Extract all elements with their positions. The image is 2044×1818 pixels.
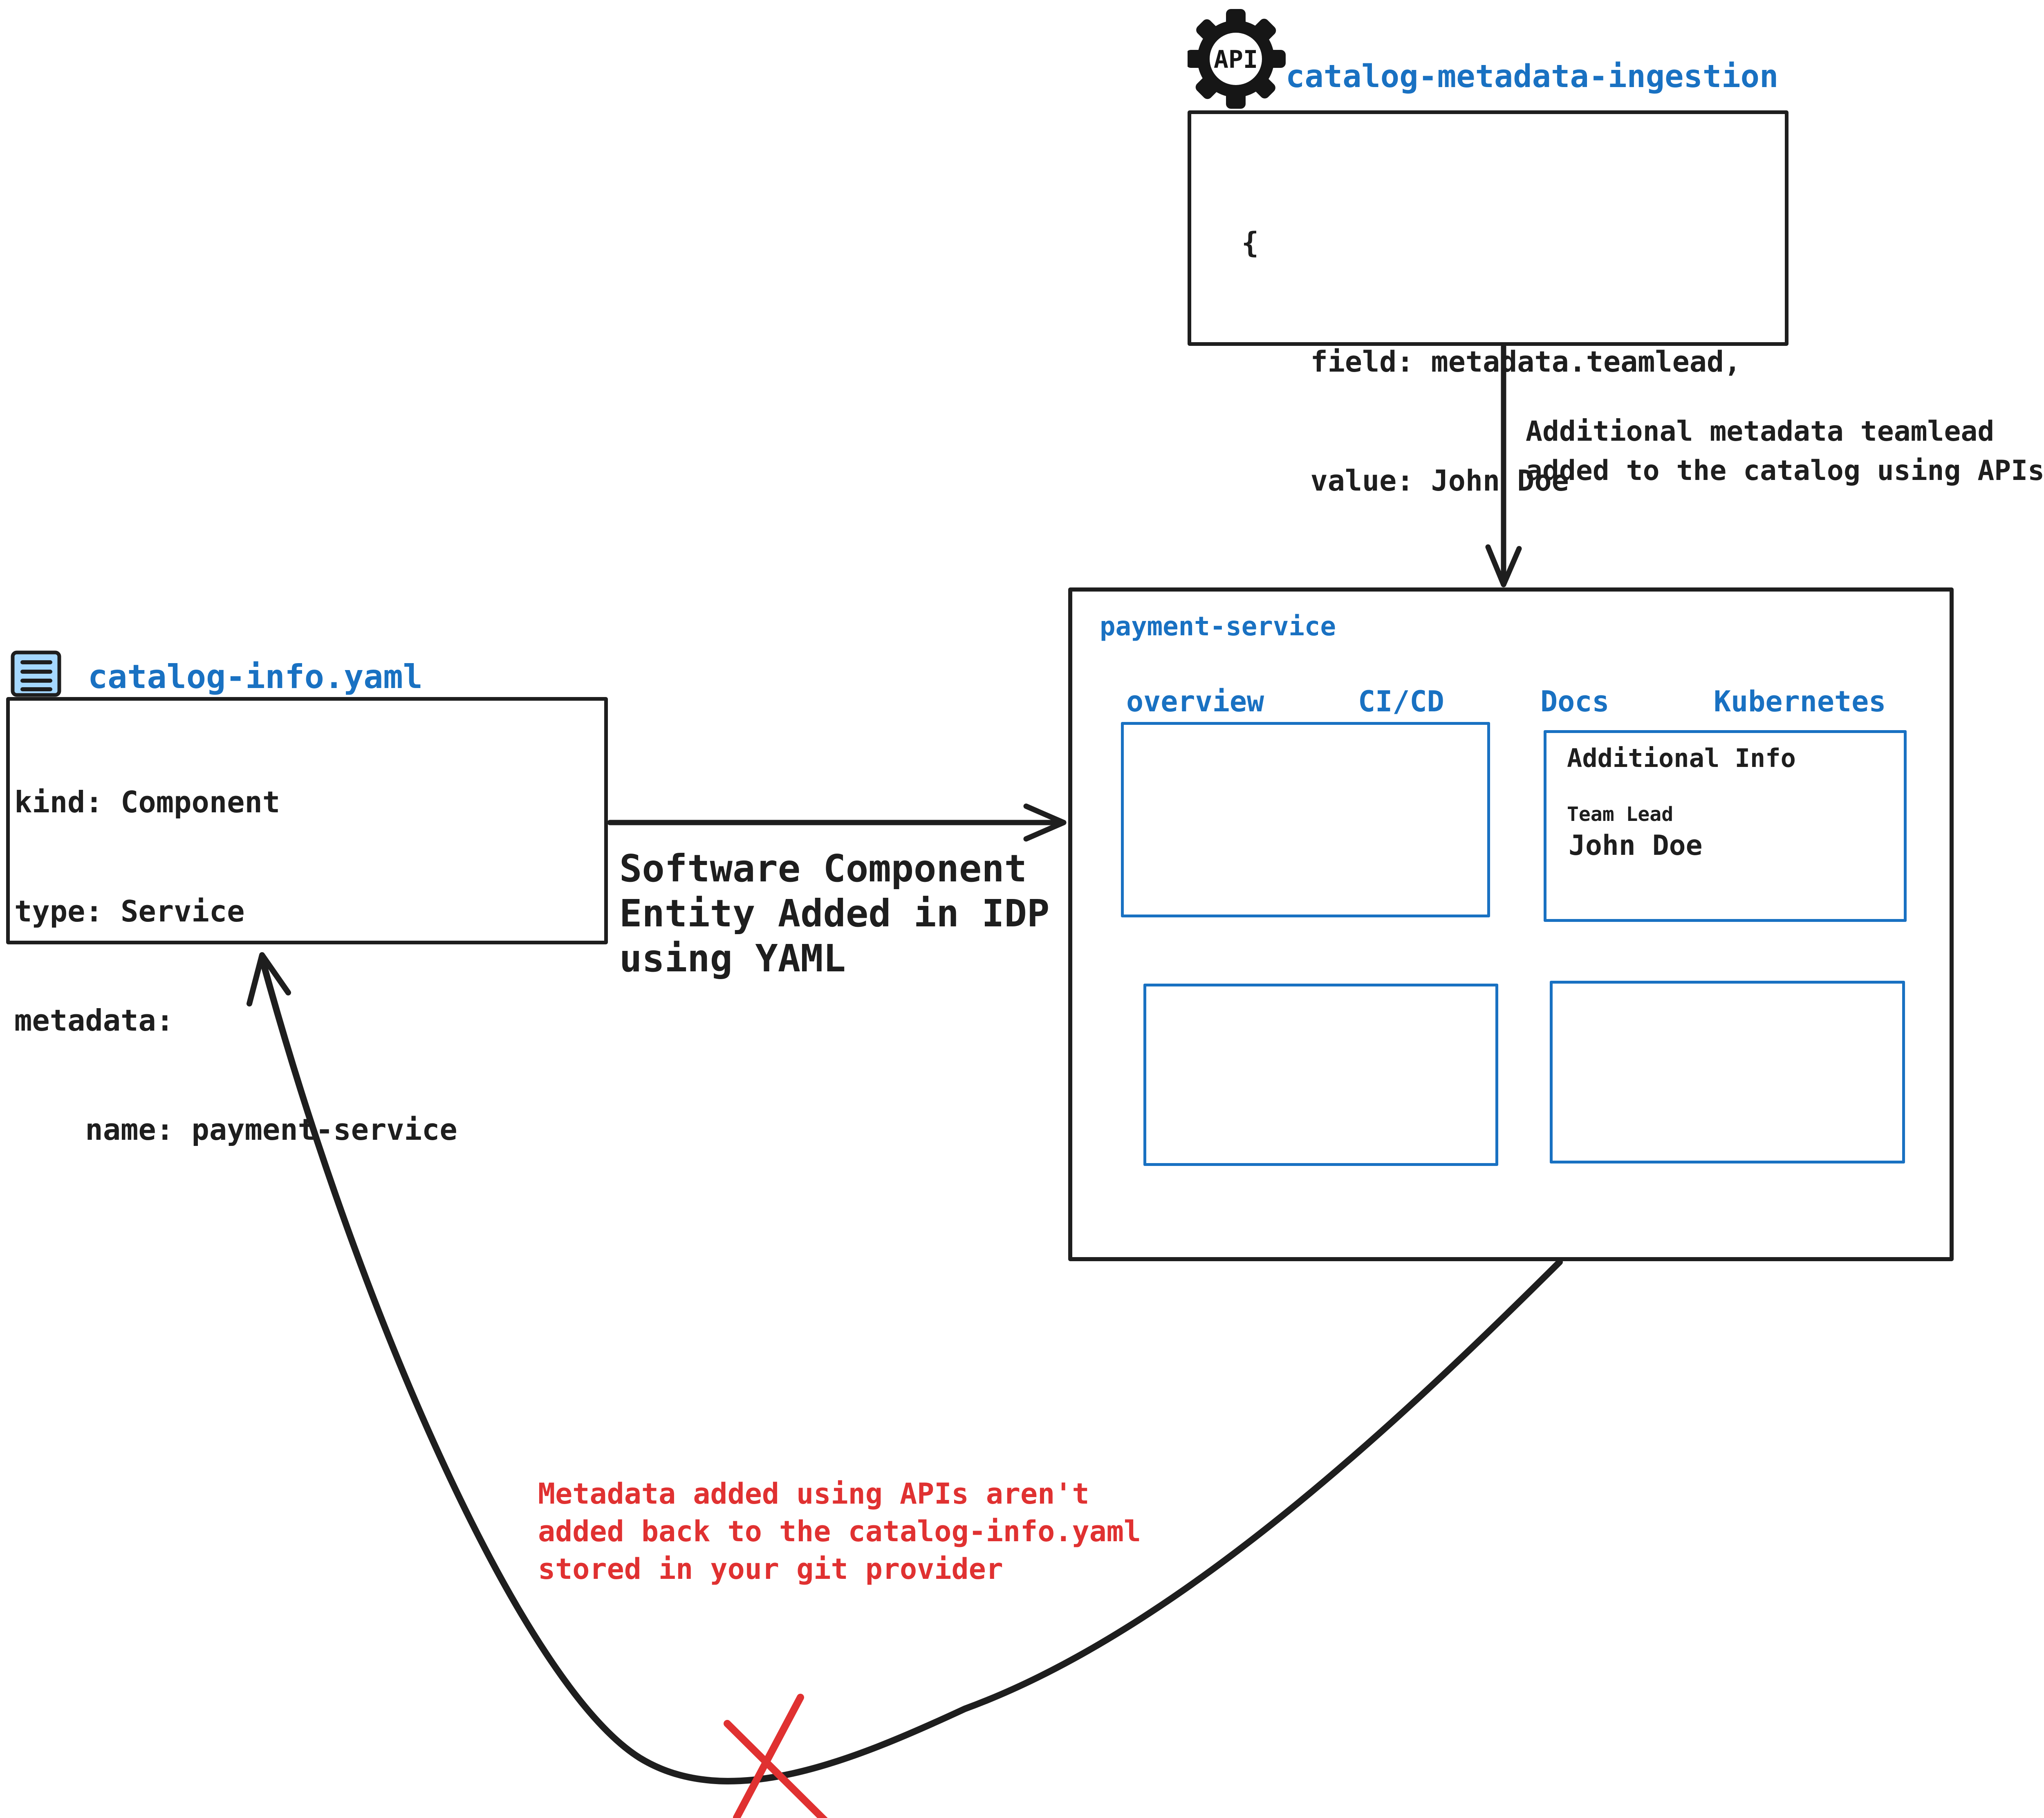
- api-arrow-label-line: Additional metadata teamlead: [1526, 415, 1995, 448]
- yaml-arrow-label-line: Software Component: [619, 847, 1027, 890]
- api-icon-label: API: [1214, 45, 1258, 74]
- payment-service-title: payment-service: [1100, 612, 1336, 642]
- yaml-code: kind: Component type: Service metadata: …: [14, 711, 457, 1221]
- yaml-line: name: payment-service: [14, 1112, 457, 1147]
- yaml-arrow-label-line: Entity Added in IDP: [619, 892, 1050, 935]
- yaml-line: type: Service: [14, 894, 245, 928]
- warning-line: Metadata added using APIs aren't: [538, 1477, 1089, 1511]
- yaml-line: metadata:: [14, 1003, 174, 1038]
- additional-info-panel: Additional Info Team Lead John Doe: [1544, 730, 1907, 922]
- api-payload-box: [1188, 110, 1788, 346]
- api-metadata-warning: Metadata added using APIs aren't added b…: [538, 1475, 1141, 1588]
- yaml-line: kind: Component: [14, 785, 280, 819]
- payload-line: value: John Doe: [1242, 464, 1569, 498]
- api-arrow-label: Additional metadata teamlead added to th…: [1526, 412, 2044, 491]
- yaml-file-title: catalog-info.yaml: [88, 658, 423, 696]
- api-payload-code: { field: metadata.teamlead, value: John …: [1242, 144, 1741, 699]
- payload-line: {: [1242, 226, 1259, 260]
- tab-cicd[interactable]: CI/CD: [1358, 685, 1444, 718]
- team-lead-label: Team Lead: [1567, 803, 1674, 826]
- payload-line: field: metadata.teamlead,: [1242, 345, 1741, 379]
- tab-kubernetes[interactable]: Kubernetes: [1714, 685, 1886, 718]
- api-service-title: catalog-metadata-ingestion: [1286, 58, 1779, 95]
- overview-panel-placeholder: [1121, 722, 1490, 917]
- team-lead-value: John Doe: [1569, 829, 1703, 862]
- yaml-file-icon: [11, 650, 61, 697]
- tab-overview[interactable]: overview: [1126, 685, 1264, 718]
- blocked-cross-icon: [724, 1694, 828, 1818]
- api-arrow-label-line: added to the catalog using APIs: [1526, 455, 2044, 487]
- yaml-arrow-label: Software Component Entity Added in IDP u…: [619, 846, 1049, 981]
- panel-placeholder-bottom-left: [1143, 984, 1498, 1166]
- api-gear-icon: API: [1188, 9, 1286, 109]
- yaml-file-box: [6, 697, 608, 944]
- yaml-to-idp-arrow: [607, 803, 1067, 842]
- yaml-arrow-label-line: using YAML: [619, 937, 846, 980]
- warning-line: added back to the catalog-info.yaml: [538, 1515, 1141, 1548]
- panel-placeholder-bottom-right: [1550, 981, 1905, 1163]
- tab-docs[interactable]: Docs: [1540, 685, 1609, 718]
- additional-info-heading: Additional Info: [1567, 743, 1796, 773]
- warning-line: stored in your git provider: [538, 1552, 1003, 1586]
